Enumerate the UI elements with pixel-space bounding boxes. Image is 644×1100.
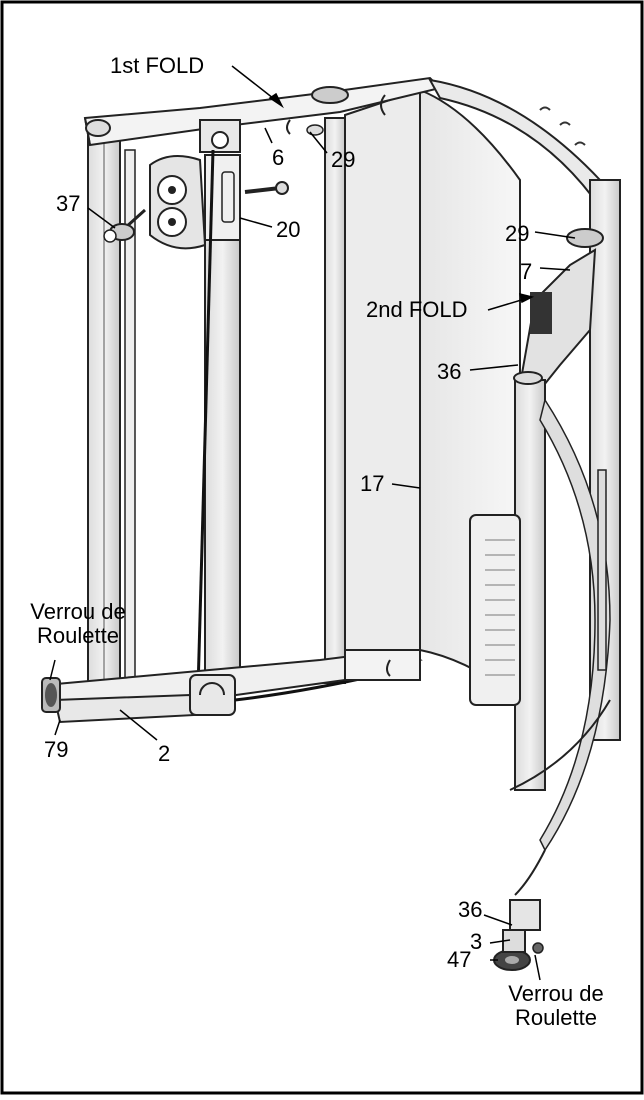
pivot-cap-top: [311, 86, 349, 104]
label-part-37: 37: [56, 191, 81, 216]
label-roller-lock-right: Verrou de Roulette: [496, 982, 616, 1030]
front-crossbar: [53, 693, 197, 724]
label-part-20: 20: [276, 217, 301, 242]
label-part-17: 17: [360, 471, 385, 496]
label-roller-lock-left-line2: Roulette: [37, 623, 119, 648]
label-part-47: 47: [447, 947, 472, 972]
pivot-cap-right: [566, 228, 604, 248]
fold-bracket: [530, 292, 552, 334]
bottom-pulley: [189, 674, 236, 716]
back-upright: [324, 117, 346, 684]
center-post: [204, 239, 241, 681]
label-part-36-bottom: 36: [458, 897, 483, 922]
label-part-2: 2: [158, 741, 171, 766]
label-part-7: 7: [520, 259, 533, 284]
cable: [196, 149, 215, 691]
label-part-6: 6: [272, 145, 285, 170]
label-1st-fold: 1st FOLD: [110, 53, 205, 78]
center-panel: [344, 88, 421, 651]
label-roller-lock-right-line2: Roulette: [515, 1005, 597, 1030]
label-part-3: 3: [470, 929, 483, 954]
label-roller-lock-left: Verrou de Roulette: [28, 600, 128, 648]
label-part-29-top: 29: [331, 147, 356, 172]
weight-stack-window: [469, 514, 521, 706]
front-post-cap: [513, 371, 543, 385]
label-roller-lock-right-line1: Verrou de: [508, 981, 604, 1006]
top-bar-end-cap: [85, 119, 111, 137]
leader-lines: [49, 65, 576, 981]
label-part-29-right: 29: [505, 221, 530, 246]
label-part-36-top: 36: [437, 359, 462, 384]
front-foot-3: [509, 899, 541, 931]
label-2nd-fold: 2nd FOLD: [366, 297, 468, 322]
label-part-79: 79: [44, 737, 69, 762]
label-roller-lock-left-line1: Verrou de: [30, 599, 126, 624]
